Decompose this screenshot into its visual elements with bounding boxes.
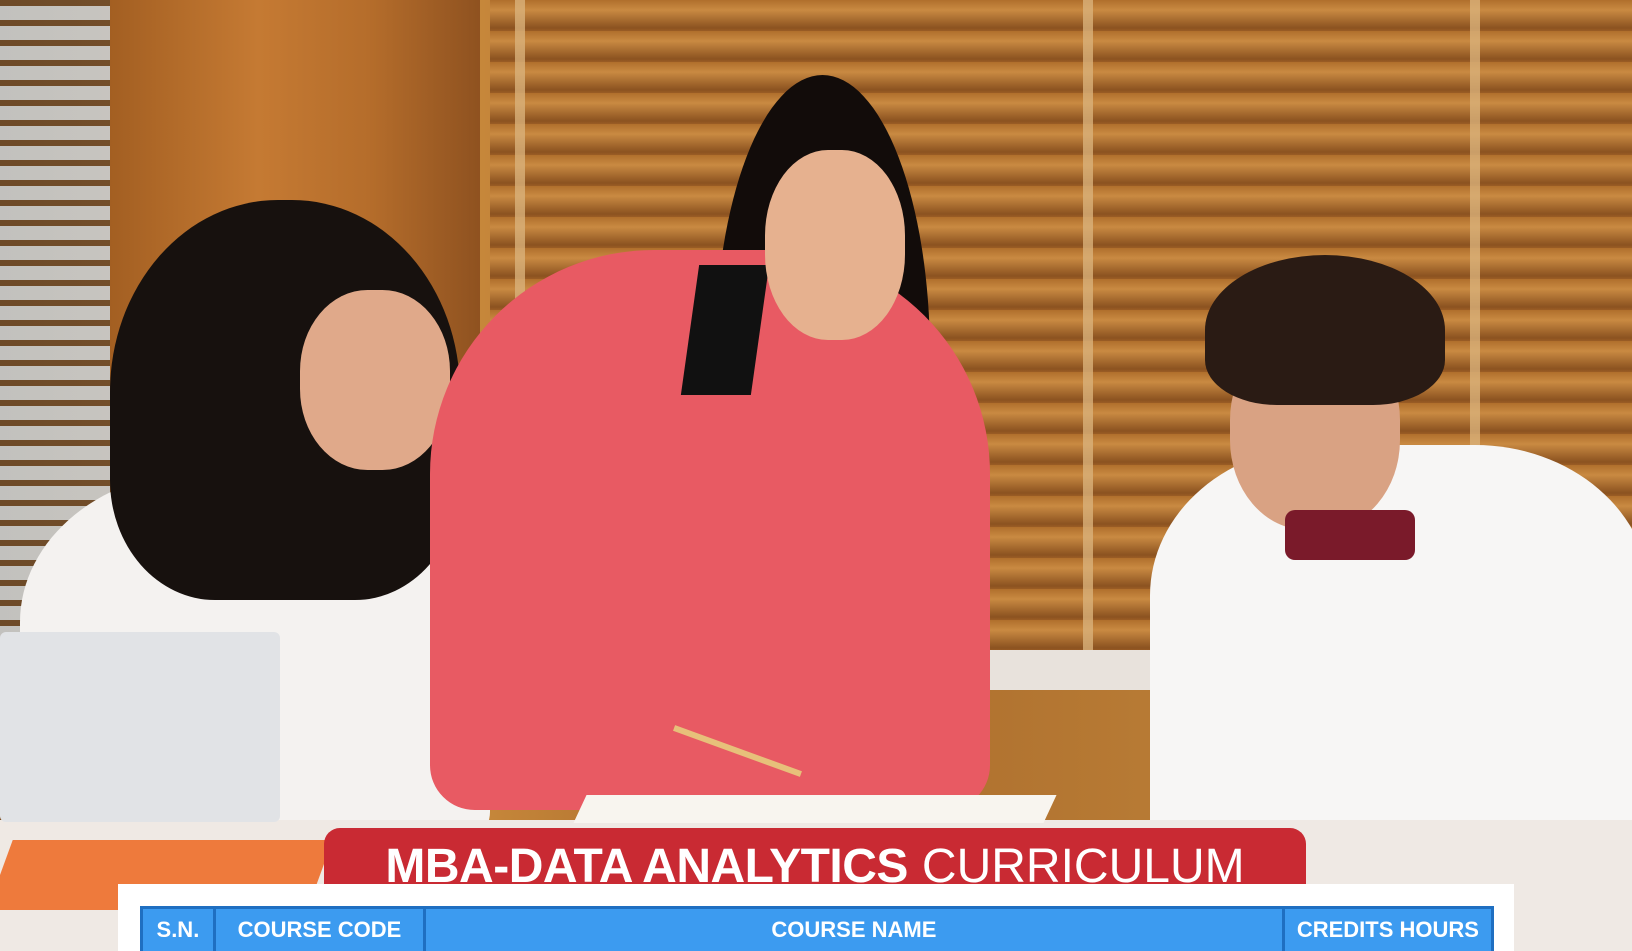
curriculum-table: S.N. COURSE CODE COURSE NAME CREDITS HOU…	[140, 906, 1495, 951]
blind-cord	[1083, 0, 1093, 660]
paper-sheet	[573, 795, 1057, 823]
student-right-collar	[1285, 510, 1415, 560]
column-header-course-name: COURSE NAME	[423, 906, 1285, 951]
laptop	[0, 632, 280, 822]
banner-title-light: CURRICULUM	[921, 839, 1245, 893]
student-right-hair	[1205, 255, 1445, 405]
student-left-face	[300, 290, 450, 470]
column-header-sn: S.N.	[140, 906, 216, 951]
table-header-row: S.N. COURSE CODE COURSE NAME CREDITS HOU…	[140, 906, 1495, 951]
teacher-face	[765, 150, 905, 340]
banner-title-bold: MBA-DATA ANALYTICS	[385, 839, 908, 893]
column-header-credits-hours: CREDITS HOURS	[1281, 906, 1495, 951]
column-header-course-code: COURSE CODE	[212, 906, 427, 951]
blind-cord	[1470, 0, 1480, 660]
